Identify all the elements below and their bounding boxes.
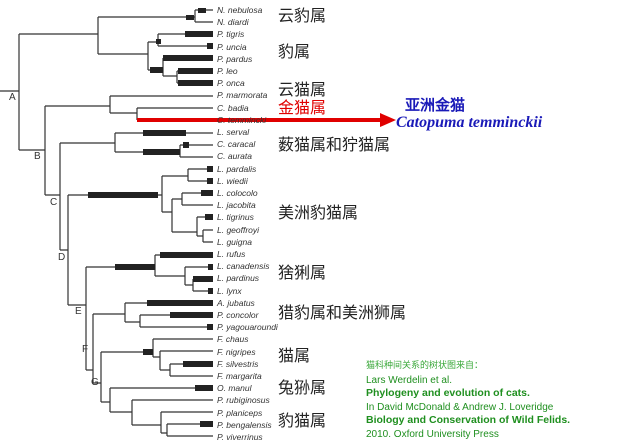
group-label-catopuma: 金猫属 <box>278 98 327 117</box>
citation-editors: In David McDonald & Andrew J. Loveridge <box>366 401 554 413</box>
citation-author: Lars Werdelin et al. <box>366 374 452 386</box>
citation-book: Biology and Conservation of Wild Felids. <box>366 414 571 426</box>
species-label: L. wiedii <box>217 175 248 186</box>
species-label: F. nigripes <box>217 346 256 357</box>
species-label: L. lynx <box>217 285 242 296</box>
highlight-chinese-name: 亚洲金猫 <box>405 96 466 114</box>
species-label: P. concolor <box>217 310 259 320</box>
group-label-otocolobus: 兔狲属 <box>278 378 327 397</box>
group-label-neofelis: 云豹属 <box>278 6 327 25</box>
species-label: C. badia <box>217 102 249 113</box>
species-label: P. bengalensis <box>217 419 272 430</box>
citation-publisher: 2010. Oxford University Press <box>366 428 499 440</box>
species-label: N. diardi <box>217 17 249 28</box>
group-label-lynx: 猞猁属 <box>278 263 327 282</box>
highlight-scientific-name: Catopuma temminckii <box>396 114 543 131</box>
species-label: L. tigrinus <box>217 212 254 223</box>
group-label-caracal: 薮猫属和狞猫属 <box>278 135 391 154</box>
node-label-d: D <box>58 252 66 263</box>
citation-intro: 猫科种间关系的树状图来自： <box>366 361 484 371</box>
citation-title: Phylogeny and evolution of cats. <box>366 387 530 399</box>
species-label: P. viverrinus <box>217 432 263 442</box>
species-label: A. jubatus <box>217 297 255 308</box>
species-label: P. planiceps <box>217 407 263 418</box>
species-label: L. geoffroyi <box>217 224 260 235</box>
species-label: P. onca <box>217 78 245 89</box>
species-label: L. pardinus <box>217 273 260 284</box>
group-label-pardofelis: 云猫属 <box>278 80 327 99</box>
species-label: L. pardalis <box>217 163 257 174</box>
group-label-puma: 猎豹属和美洲狮属 <box>278 303 407 322</box>
species-label: F. margarita <box>217 371 262 381</box>
species-label: L. guigna <box>217 236 252 247</box>
species-label: C. aurata <box>217 151 252 162</box>
species-label: F. chaus <box>217 334 249 345</box>
species-label: P. leo <box>217 66 238 76</box>
group-label-felis: 猫属 <box>278 346 311 365</box>
citation: 猫科种间关系的树状图来自： Lars Werdelin et al. Phylo… <box>366 360 570 441</box>
highlight-arrow-head <box>380 113 396 127</box>
node-label-c: C <box>50 197 58 208</box>
species-label: P. yagouaroundi <box>217 322 278 333</box>
node-label-a: A <box>9 92 16 103</box>
node-label-e: E <box>75 306 82 317</box>
species-label: P. marmorata <box>217 90 268 101</box>
species-label: P. uncia <box>217 41 247 52</box>
species-label: P. pardus <box>217 53 253 64</box>
species-label: L. canadensis <box>217 261 270 272</box>
node-label-b: B <box>34 151 41 162</box>
species-label: C. temmincki <box>217 114 267 125</box>
group-label-panthera: 豹属 <box>278 42 311 61</box>
group-label-prionailurus: 豹猫属 <box>278 411 327 430</box>
node-label-g: G <box>91 377 99 388</box>
species-label: L. rufus <box>217 249 246 259</box>
species-label: L. serval <box>217 127 250 137</box>
branch-support-bars <box>88 8 213 427</box>
species-label: C. caracal <box>217 139 256 150</box>
species-label: F. silvestris <box>217 358 259 369</box>
species-label: P. tigris <box>217 29 245 40</box>
species-label: N. nebulosa <box>217 5 263 15</box>
species-label: L. colocolo <box>217 188 258 198</box>
species-label: O. manul <box>217 383 252 394</box>
species-label: L. jacobita <box>217 200 256 211</box>
group-label-leopardus: 美洲豹猫属 <box>278 203 359 222</box>
node-label-f: F <box>82 344 89 355</box>
species-label: P. rubiginosus <box>217 395 270 406</box>
